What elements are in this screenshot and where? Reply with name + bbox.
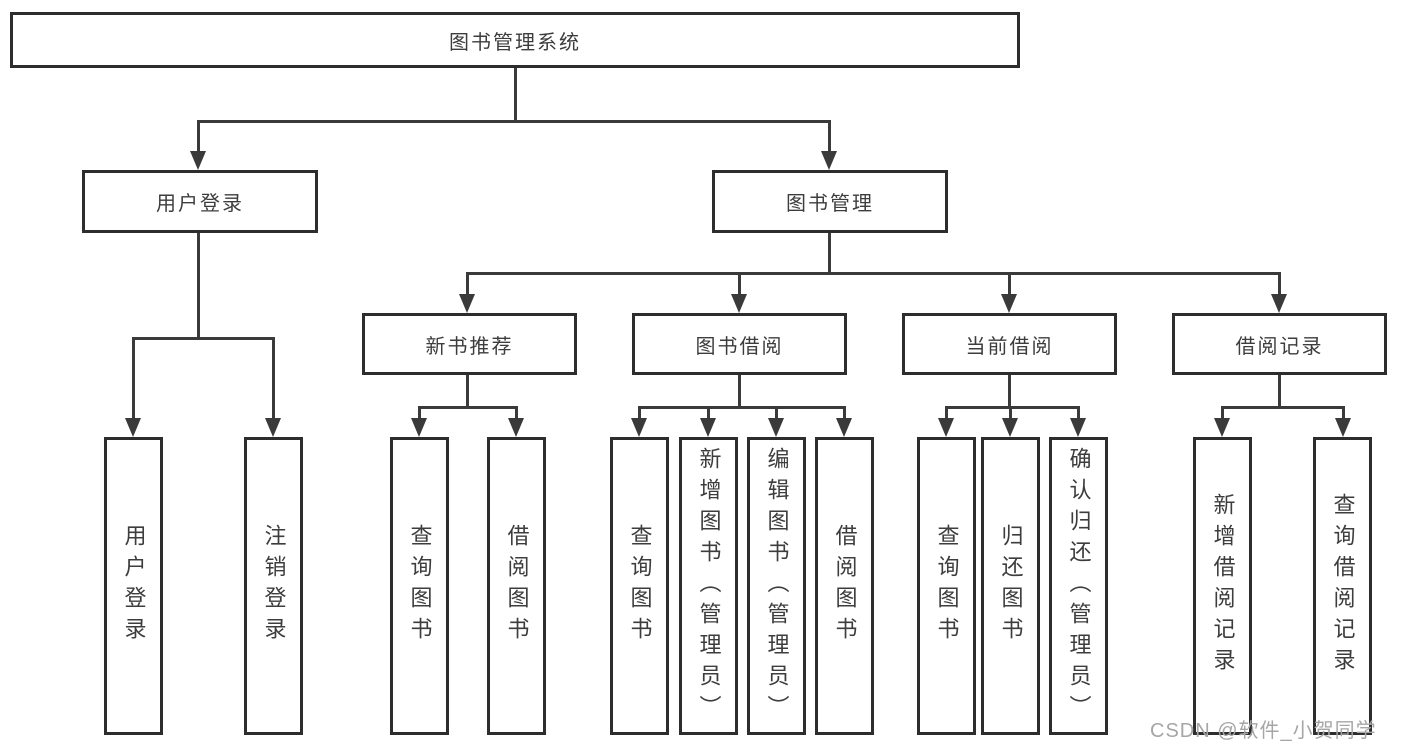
connector-current-hline <box>945 406 1079 409</box>
arrow-down-icon <box>125 418 141 437</box>
connector-manage-hline <box>466 272 1281 275</box>
connector-recommend-stub <box>466 375 469 409</box>
arrow-down-icon <box>731 294 747 313</box>
connector-login-stub <box>197 233 200 337</box>
leaf-edit-books-admin: 编辑图书（管理员） <box>747 437 806 735</box>
leaf-current-query-books: 查询图书 <box>917 437 976 735</box>
node-label: 编辑图书（管理员） <box>764 446 790 726</box>
node-new-book-recommend: 新书推荐 <box>362 313 577 375</box>
connector-login-hline <box>132 337 274 340</box>
leaf-query-borrow-record: 查询借阅记录 <box>1313 437 1372 735</box>
connector-line <box>828 120 831 156</box>
leaf-return-books: 归还图书 <box>981 437 1040 735</box>
connector-line <box>418 406 421 424</box>
arrow-down-icon <box>938 418 954 437</box>
arrow-down-icon <box>836 418 852 437</box>
arrow-down-icon <box>508 418 524 437</box>
node-label: 查询借阅记录 <box>1330 493 1356 679</box>
connector-manage-stub <box>828 233 831 275</box>
leaf-add-books-admin: 新增图书（管理员） <box>679 437 738 735</box>
connector-line <box>515 406 518 424</box>
connector-borrow-stub <box>738 375 741 409</box>
arrow-down-icon <box>1002 418 1018 437</box>
leaf-borrow-query-books: 查询图书 <box>610 437 669 735</box>
leaf-recommend-borrow-books: 借阅图书 <box>487 437 546 735</box>
connector-line <box>945 406 948 424</box>
node-label: 图书管理系统 <box>449 31 581 54</box>
connector-line <box>1077 406 1080 424</box>
leaf-user-login: 用户登录 <box>104 437 163 735</box>
arrow-down-icon <box>1001 294 1017 313</box>
node-label: 新书推荐 <box>425 335 514 358</box>
node-label: 借阅记录 <box>1235 335 1324 358</box>
node-label: 归还图书 <box>998 524 1024 648</box>
node-label: 借阅图书 <box>504 524 530 648</box>
arrow-down-icon <box>459 294 475 313</box>
arrow-down-icon <box>1271 294 1287 313</box>
node-book-manage: 图书管理 <box>712 170 948 233</box>
connector-current-stub <box>1008 375 1011 409</box>
arrow-down-icon <box>190 151 206 170</box>
connector-records-stub <box>1278 375 1281 409</box>
leaf-add-borrow-record: 新增借阅记录 <box>1193 437 1252 735</box>
node-book-management-system: 图书管理系统 <box>10 12 1020 68</box>
node-label: 借阅图书 <box>832 524 858 648</box>
node-label: 查询图书 <box>934 524 960 648</box>
arrow-down-icon <box>631 418 647 437</box>
node-label: 注销登录 <box>261 524 287 648</box>
node-label: 图书借阅 <box>695 335 784 358</box>
arrow-down-icon <box>411 418 427 437</box>
connector-borrow-hline <box>638 406 846 409</box>
leaf-recommend-query-books: 查询图书 <box>390 437 449 735</box>
arrow-down-icon <box>821 151 837 170</box>
node-user-login: 用户登录 <box>82 170 318 233</box>
csdn-watermark: CSDN @软件_小贺同学 <box>1150 720 1377 742</box>
arrow-down-icon <box>768 418 784 437</box>
connector-line <box>272 337 275 424</box>
node-borrow-records: 借阅记录 <box>1172 313 1387 375</box>
node-label: 新增图书（管理员） <box>696 446 722 726</box>
node-label: 新增借阅记录 <box>1210 493 1236 679</box>
leaf-confirm-return-admin: 确认归还（管理员） <box>1049 437 1108 735</box>
node-label: 确认归还（管理员） <box>1066 446 1092 726</box>
leaf-logout: 注销登录 <box>244 437 303 735</box>
node-current-borrow: 当前借阅 <box>902 313 1117 375</box>
connector-line <box>1009 406 1012 424</box>
connector-line <box>775 406 778 424</box>
connector-line <box>1342 406 1345 424</box>
connector-line <box>197 120 200 156</box>
connector-line <box>1278 272 1281 298</box>
arrow-down-icon <box>265 418 281 437</box>
connector-line <box>1221 406 1224 424</box>
arrow-down-icon <box>1070 418 1086 437</box>
arrow-down-icon <box>700 418 716 437</box>
arrow-down-icon <box>1335 418 1351 437</box>
connector-line <box>707 406 710 424</box>
connector-line <box>738 272 741 298</box>
connector-records-hline <box>1221 406 1343 409</box>
connector-root-hline <box>197 120 831 123</box>
connector-line <box>638 406 641 424</box>
node-label: 用户登录 <box>156 193 244 215</box>
connector-root-stub <box>514 68 517 122</box>
connector-recommend-hline <box>418 406 518 409</box>
connector-line <box>132 337 135 424</box>
connector-line <box>1008 272 1011 298</box>
node-label: 用户登录 <box>121 524 147 648</box>
node-label: 查询图书 <box>627 524 653 648</box>
arrow-down-icon <box>1214 418 1230 437</box>
connector-line <box>466 272 469 298</box>
node-book-borrow: 图书借阅 <box>632 313 847 375</box>
node-label: 图书管理 <box>786 193 874 215</box>
node-label: 当前借阅 <box>965 335 1054 358</box>
node-label: 查询图书 <box>407 524 433 648</box>
connector-line <box>843 406 846 424</box>
leaf-borrow-books: 借阅图书 <box>815 437 874 735</box>
